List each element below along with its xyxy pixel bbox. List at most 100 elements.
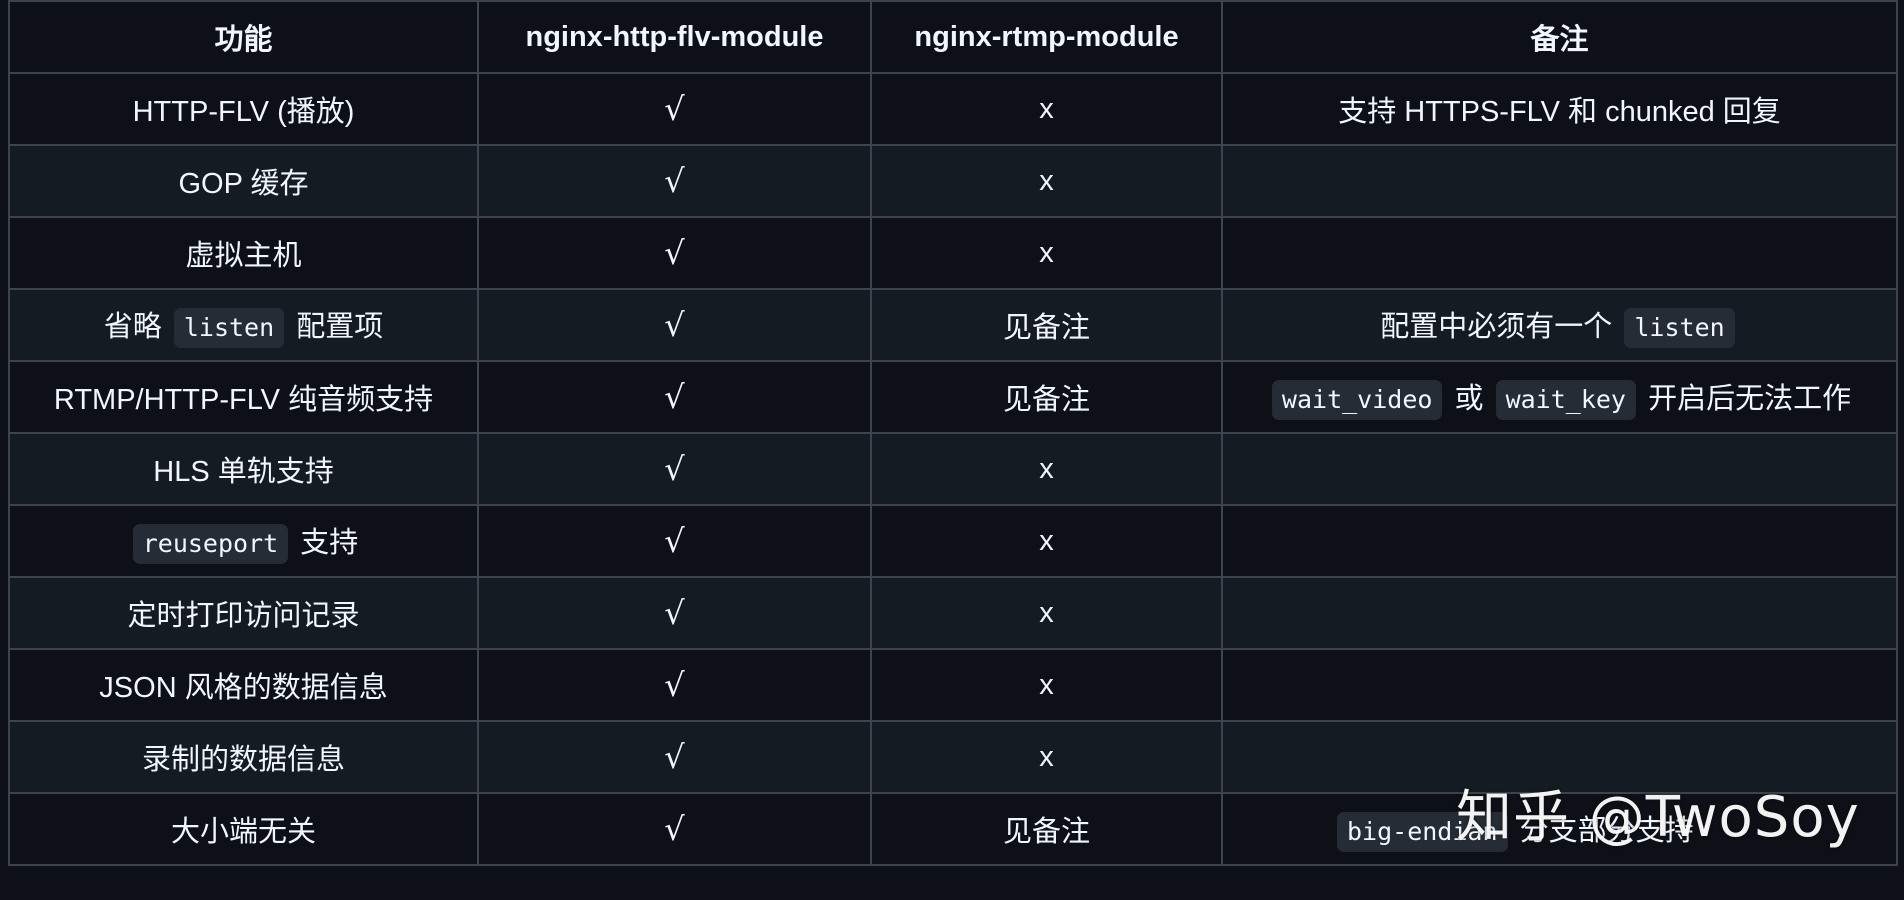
- notes-cell: [1221, 216, 1898, 290]
- http-flv-support-cell: √: [477, 504, 872, 578]
- check-mark-icon: √: [664, 666, 685, 704]
- feature-cell: GOP 缓存: [8, 144, 479, 218]
- cross-mark-icon: x: [1039, 164, 1054, 197]
- table-row: JSON 风格的数据信息 √ x: [8, 648, 1898, 722]
- notes-cell: [1221, 576, 1898, 650]
- table-header-row: 功能 nginx-http-flv-module nginx-rtmp-modu…: [8, 0, 1898, 74]
- http-flv-support-cell: √: [477, 360, 872, 434]
- table-row: RTMP/HTTP-FLV 纯音频支持 √ 见备注 wait_video 或 wai…: [8, 360, 1898, 434]
- feature-cell: JSON 风格的数据信息: [8, 648, 479, 722]
- cross-mark-icon: x: [1039, 236, 1054, 269]
- code-chip: big-endian: [1337, 811, 1508, 852]
- feature-cell: HLS 单轨支持: [8, 432, 479, 506]
- notes-cell: 配置中必须有一个 listen: [1221, 288, 1898, 362]
- feature-text: RTMP/HTTP-FLV 纯音频支持: [53, 384, 434, 416]
- rtmp-support-cell: x: [870, 432, 1223, 506]
- feature-cell: reuseport 支持: [8, 504, 479, 578]
- feature-text: JSON 风格的数据信息: [99, 672, 388, 704]
- note-text: 开启后无法工作: [1648, 382, 1852, 415]
- feature-comparison-table: 功能 nginx-http-flv-module nginx-rtmp-modu…: [8, 0, 1898, 866]
- code-chip: reuseport: [132, 523, 289, 564]
- code-chip: listen: [173, 307, 285, 348]
- feature-text: 省略: [103, 310, 162, 343]
- feature-cell: 虚拟主机: [8, 216, 479, 290]
- header-feature: 功能: [8, 0, 479, 74]
- http-flv-support-cell: √: [477, 144, 872, 218]
- feature-cell: HTTP-FLV (播放): [8, 72, 479, 146]
- feature-text: HTTP-FLV (播放): [132, 96, 355, 128]
- cross-mark-icon: x: [1039, 668, 1054, 701]
- rtmp-support-cell: x: [870, 144, 1223, 218]
- notes-cell: [1221, 144, 1898, 218]
- rtmp-support-cell: x: [870, 720, 1223, 794]
- rtmp-support-cell: x: [870, 216, 1223, 290]
- note-text: 支持 HTTPS-FLV 和 chunked 回复: [1338, 96, 1781, 128]
- notes-cell: 支持 HTTPS-FLV 和 chunked 回复: [1221, 72, 1898, 146]
- http-flv-support-cell: √: [477, 576, 872, 650]
- feature-text: 定时打印访问记录: [127, 600, 360, 632]
- see-notes-text: 见备注: [1002, 816, 1090, 848]
- check-mark-icon: √: [664, 306, 685, 344]
- table-row: 虚拟主机 √ x: [8, 216, 1898, 290]
- http-flv-support-cell: √: [477, 792, 872, 866]
- http-flv-support-cell: √: [477, 648, 872, 722]
- check-mark-icon: √: [664, 810, 685, 848]
- feature-cell: 定时打印访问记录: [8, 576, 479, 650]
- feature-cell: RTMP/HTTP-FLV 纯音频支持: [8, 360, 479, 434]
- header-rtmp-module: nginx-rtmp-module: [870, 0, 1223, 74]
- table-row: 省略 listen 配置项 √ 见备注 配置中必须有一个 listen: [8, 288, 1898, 362]
- notes-cell: [1221, 432, 1898, 506]
- notes-cell: wait_video 或 wait_key 开启后无法工作: [1221, 360, 1898, 434]
- table-row: reuseport 支持√x: [8, 504, 1898, 578]
- rtmp-support-cell: x: [870, 576, 1223, 650]
- note-text: 分支部分支持: [1519, 814, 1694, 847]
- check-mark-icon: √: [664, 738, 685, 776]
- feature-text: 大小端无关: [170, 816, 316, 848]
- feature-text: 录制的数据信息: [141, 744, 345, 776]
- header-http-flv-module: nginx-http-flv-module: [477, 0, 872, 74]
- table-body: HTTP-FLV (播放) √ x 支持 HTTPS-FLV 和 chunked 回…: [8, 72, 1898, 866]
- feature-text: GOP 缓存: [178, 168, 309, 200]
- rtmp-support-cell: 见备注: [870, 360, 1223, 434]
- see-notes-text: 见备注: [1002, 384, 1090, 416]
- check-mark-icon: √: [664, 522, 685, 560]
- check-mark-icon: √: [664, 450, 685, 488]
- feature-cell: 省略 listen 配置项: [8, 288, 479, 362]
- notes-cell: [1221, 720, 1898, 794]
- feature-text: HLS 单轨支持: [153, 456, 334, 488]
- notes-cell: [1221, 504, 1898, 578]
- notes-cell: [1221, 648, 1898, 722]
- rtmp-support-cell: x: [870, 648, 1223, 722]
- table-row: 录制的数据信息 √ x: [8, 720, 1898, 794]
- feature-cell: 大小端无关: [8, 792, 479, 866]
- feature-text: 支持: [300, 526, 359, 559]
- table-row: 定时打印访问记录 √ x: [8, 576, 1898, 650]
- header-notes: 备注: [1221, 0, 1898, 74]
- see-notes-text: 见备注: [1002, 312, 1090, 344]
- http-flv-support-cell: √: [477, 432, 872, 506]
- check-mark-icon: √: [664, 594, 685, 632]
- table-row: GOP 缓存 √ x: [8, 144, 1898, 218]
- check-mark-icon: √: [664, 234, 685, 272]
- http-flv-support-cell: √: [477, 720, 872, 794]
- rtmp-support-cell: x: [870, 72, 1223, 146]
- cross-mark-icon: x: [1039, 452, 1054, 485]
- notes-cell: big-endian 分支部分支持: [1221, 792, 1898, 866]
- cross-mark-icon: x: [1039, 740, 1054, 773]
- table-row: HTTP-FLV (播放) √ x 支持 HTTPS-FLV 和 chunked 回…: [8, 72, 1898, 146]
- feature-cell: 录制的数据信息: [8, 720, 479, 794]
- table-row: HLS 单轨支持 √ x: [8, 432, 1898, 506]
- cross-mark-icon: x: [1039, 92, 1054, 125]
- feature-text: 虚拟主机: [185, 240, 302, 272]
- cross-mark-icon: x: [1039, 596, 1054, 629]
- http-flv-support-cell: √: [477, 72, 872, 146]
- code-chip: wait_video: [1271, 379, 1443, 420]
- code-chip: listen: [1624, 307, 1735, 348]
- code-chip: wait_key: [1495, 379, 1636, 420]
- rtmp-support-cell: 见备注: [870, 792, 1223, 866]
- note-text: 或: [1454, 382, 1484, 415]
- http-flv-support-cell: √: [477, 288, 872, 362]
- note-text: 配置中必须有一个: [1380, 310, 1613, 343]
- table-row: 大小端无关 √ 见备注 big-endian 分支部分支持: [8, 792, 1898, 866]
- rtmp-support-cell: 见备注: [870, 288, 1223, 362]
